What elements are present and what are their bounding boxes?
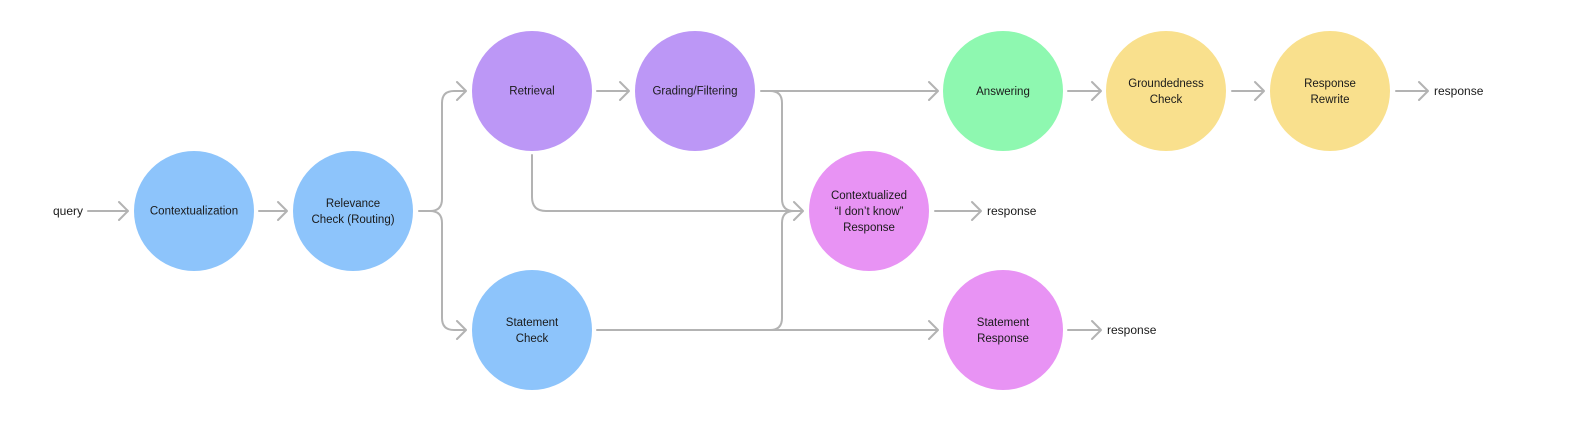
edge-groundedness-to-rewrite	[1231, 81, 1265, 101]
node-circle	[1270, 31, 1390, 151]
node-label-line: Grading/Filtering	[652, 86, 737, 98]
node-label-line: Check (Routing)	[311, 214, 394, 226]
node-retrieval: Retrieval	[472, 31, 592, 151]
edge-answering-to-groundedness	[1067, 81, 1102, 101]
node-circle	[943, 31, 1063, 151]
edge-retrieval-to-idk	[531, 154, 804, 221]
node-label-line: Contextualization	[150, 206, 238, 218]
edge-rewrite-to-response	[1395, 81, 1429, 101]
node-circle	[635, 31, 755, 151]
node-label-line: Answering	[976, 86, 1030, 98]
node-circle	[472, 270, 592, 390]
edge-query-to-contextualization	[87, 201, 129, 221]
node-circle	[293, 151, 413, 271]
node-contextualization: Contextualization	[134, 151, 254, 271]
node-circle	[1106, 31, 1226, 151]
node-circle	[134, 151, 254, 271]
node-label-line: Check	[516, 333, 549, 345]
node-label-line: Response	[843, 222, 895, 234]
node-circle	[943, 270, 1063, 390]
node-label-line: Statement	[506, 317, 559, 329]
node-answering: Answering	[943, 31, 1063, 151]
edge-relevance-to-retrieval	[429, 81, 467, 212]
response-label-statement: response	[1107, 323, 1157, 337]
node-label-line: Relevance	[326, 198, 380, 210]
edges	[87, 81, 1429, 340]
node-label-line: Contextualized	[831, 190, 907, 202]
edge-retrieval-to-grading	[596, 81, 630, 101]
node-label-line: “I don’t know”	[834, 206, 903, 218]
edge-relevance-to-statement-check	[429, 210, 467, 340]
node-circle	[472, 31, 592, 151]
node-grading-filtering: Grading/Filtering	[635, 31, 755, 151]
node-label-line: Response	[1304, 78, 1356, 90]
query-label: query	[53, 204, 83, 218]
response-label-answer: response	[1434, 84, 1484, 98]
response-label-idk: response	[987, 204, 1037, 218]
edge-grading-to-idk	[769, 90, 795, 212]
node-idk-response: Contextualized “I don’t know” Response	[809, 151, 929, 271]
edge-contextualization-to-relevance	[258, 201, 288, 221]
node-label-line: Rewrite	[1311, 94, 1350, 106]
node-label-line: Groundedness	[1128, 78, 1204, 90]
edge-statement-response-to-response	[1067, 320, 1102, 340]
edge-statement-check-to-statement-response	[596, 320, 939, 340]
edge-idk-to-response	[934, 201, 982, 221]
node-label-line: Retrieval	[509, 86, 554, 98]
node-label-line: Response	[977, 333, 1029, 345]
edge-grading-to-answering	[760, 81, 939, 101]
node-label-line: Check	[1150, 94, 1183, 106]
node-label-line: Statement	[977, 317, 1030, 329]
node-circle	[809, 151, 929, 271]
edge-statement-check-to-idk	[769, 210, 795, 331]
